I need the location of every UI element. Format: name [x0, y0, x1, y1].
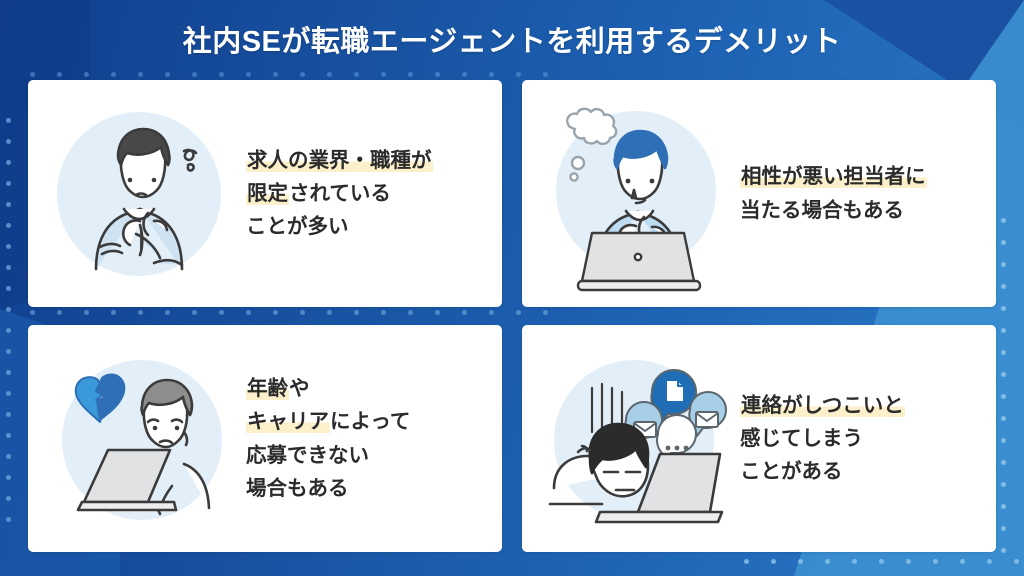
card-1-line-2: 限定されている [246, 181, 391, 205]
card-2-copy: 相性が悪い担当者に 当たる場合もある [736, 160, 982, 226]
card-4-line-2: 感じてしまう [740, 426, 863, 450]
card-4-line-1: 連絡がしつこいと [740, 393, 905, 417]
card-4-copy: 連絡がしつこいと 感じてしまう ことがある [736, 389, 982, 489]
card-3-line-4: 場合もある [246, 476, 349, 500]
card-1-line-3: ことが多い [246, 215, 349, 239]
broken-heart-person-laptop-icon [36, 336, 242, 542]
card-3-line-2: キャリアによって [246, 410, 411, 434]
decorative-dot-row-bottom [744, 559, 1019, 564]
decorative-dot-row-top [30, 72, 548, 77]
card-1[interactable]: 求人の業界・職種が 限定されている ことが多い [28, 80, 502, 307]
card-4[interactable]: 連絡がしつこいと 感じてしまう ことがある [522, 325, 996, 552]
exhausted-person-notifications-icon [530, 336, 736, 542]
page-title: 社内SEが転職エージェントを利用するデメリット [182, 26, 842, 58]
card-3-line-3: 応募できない [246, 443, 369, 467]
card-3-line-1: 年齢や [246, 377, 310, 401]
decorative-dot-row-middle [30, 310, 548, 315]
card-grid: 求人の業界・職種が 限定されている ことが多い [28, 80, 996, 552]
card-2[interactable]: 相性が悪い担当者に 当たる場合もある [522, 80, 996, 307]
thinking-businessman-icon [36, 91, 242, 297]
card-4-line-3: ことがある [740, 460, 843, 484]
card-2-line-1: 相性が悪い担当者に [740, 165, 927, 189]
card-3-copy: 年齢や キャリアによって 応募できない 場合もある [242, 372, 488, 505]
card-1-copy: 求人の業界・職種が 限定されている ことが多い [242, 144, 488, 244]
card-3[interactable]: 年齢や キャリアによって 応募できない 場合もある [28, 325, 502, 552]
card-2-line-2: 当たる場合もある [740, 198, 904, 222]
worried-person-laptop-icon [530, 91, 736, 297]
decorative-dot-column-right [1001, 218, 1006, 553]
decorative-dot-column-left [6, 118, 11, 522]
card-1-line-1: 求人の業界・職種が [246, 148, 433, 172]
